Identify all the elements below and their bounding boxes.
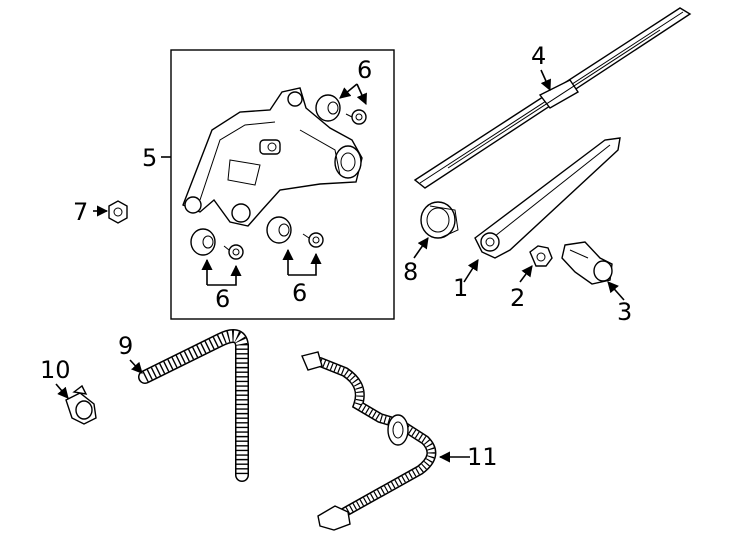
callout-10: 10 xyxy=(40,356,71,384)
motor-group-frame xyxy=(170,49,395,320)
arm-nut xyxy=(529,245,553,267)
bolt-mid xyxy=(302,232,324,248)
wiper-arm xyxy=(474,137,621,259)
callout-11: 11 xyxy=(467,443,498,471)
grommet-left xyxy=(190,228,216,256)
grommet-mid xyxy=(266,216,292,244)
arm-cap xyxy=(420,201,459,239)
callout-2: 2 xyxy=(510,284,525,312)
washer-hose xyxy=(138,329,249,482)
callout-8: 8 xyxy=(403,258,418,286)
callout-6-left: 6 xyxy=(215,285,230,313)
wiper-motor xyxy=(182,87,363,227)
callout-6-mid: 6 xyxy=(292,279,307,307)
callout-5: 5 xyxy=(142,144,157,172)
washer-tube xyxy=(301,351,437,531)
washer-nozzle xyxy=(561,241,613,285)
callout-3: 3 xyxy=(617,298,632,326)
cap-nut xyxy=(108,200,128,224)
callout-6-top: 6 xyxy=(357,56,372,84)
callout-1: 1 xyxy=(453,274,468,302)
callout-7: 7 xyxy=(73,198,88,226)
callout-4: 4 xyxy=(531,42,546,70)
wiper-blade xyxy=(413,7,692,189)
callout-9: 9 xyxy=(118,332,133,360)
bolt-left xyxy=(223,244,244,260)
grommet-top xyxy=(315,94,341,122)
hose-connector xyxy=(65,384,97,425)
bolt-top xyxy=(345,109,367,125)
